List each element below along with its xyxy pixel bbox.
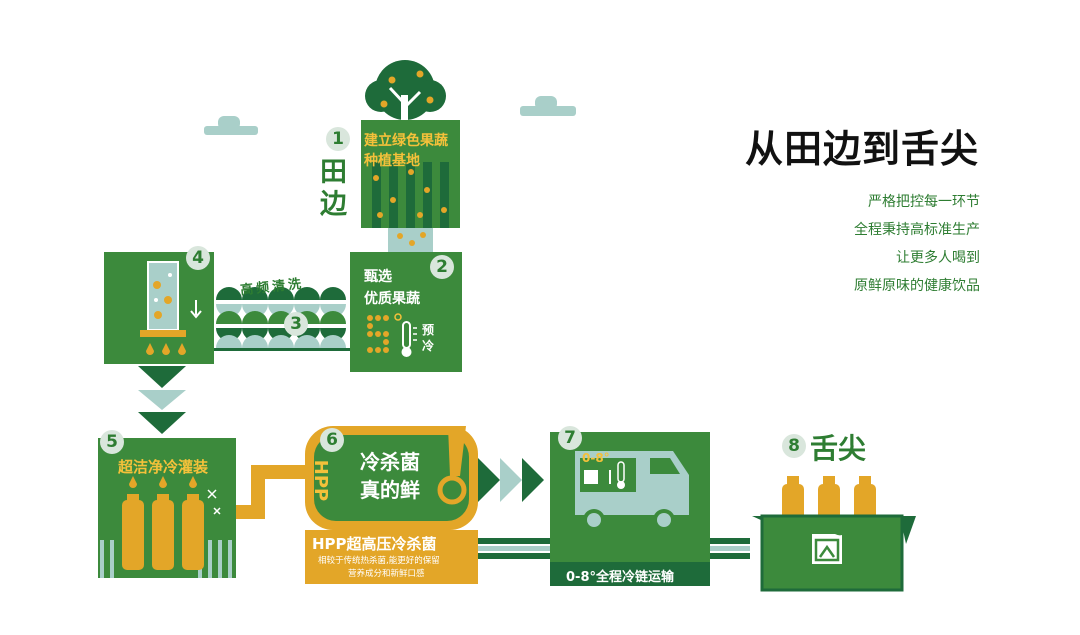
- bottle-icon: [818, 476, 840, 524]
- step-number-2: 2: [430, 255, 454, 279]
- step-number-4: 4: [186, 246, 210, 270]
- step-number-8: 8: [782, 434, 806, 458]
- step1-label-line2: 种植基地: [364, 153, 420, 169]
- filling-block: [98, 438, 236, 578]
- delivery-box: [752, 476, 916, 592]
- hpp-machine: [305, 426, 478, 530]
- tagline-1: 严格把控每一环节: [868, 194, 980, 210]
- cold-sterilization-line1: 冷杀菌: [360, 450, 420, 474]
- pipe: [236, 465, 310, 519]
- step-number-3: 3: [284, 312, 308, 336]
- step1-label-line1: 建立绿色果蔬: [364, 133, 448, 149]
- bottle-icon: [182, 476, 204, 570]
- hpp-banner-title: HPP超高压冷杀菌: [312, 535, 437, 553]
- rinse-block: [104, 252, 214, 364]
- page-title: 从田边到舌尖: [745, 127, 980, 171]
- tree-icon: [365, 60, 446, 130]
- step2-label-line1: 甄选: [364, 269, 392, 285]
- cold-sterilization-line2: 真的鲜: [360, 478, 420, 502]
- bottle-icon: [854, 476, 876, 524]
- hpp-note-line1: 相较于传统热杀菌,能更好的保留: [318, 556, 440, 566]
- step-number-5: 5: [100, 430, 124, 454]
- brand-logo-icon: [812, 528, 847, 564]
- tagline-2: 全程秉持高标准生产: [854, 222, 980, 238]
- field-block: [361, 120, 460, 228]
- cold-chain-label: 0-8°全程冷链运输: [566, 570, 674, 585]
- step-number-7: 7: [558, 426, 582, 450]
- temperature-label: 0-8°: [582, 451, 610, 465]
- precool-label: 预冷: [422, 323, 435, 353]
- tagline-3: 让更多人喝到: [896, 250, 980, 266]
- hpp-banner: [305, 530, 478, 584]
- truck-icon: [575, 451, 689, 531]
- tongue-tip-label: 舌尖: [810, 432, 867, 465]
- hpp-note-line2: 营养成分和新鲜口感: [348, 569, 425, 579]
- cloud-icon: [520, 96, 576, 116]
- washing-waves: [214, 287, 350, 351]
- bottle-icon: [122, 476, 144, 570]
- bottle-icon: [782, 476, 804, 524]
- filling-label: 超洁净冷灌装: [118, 458, 209, 476]
- tagline-4: 原鲜原味的健康饮品: [854, 278, 980, 294]
- flow-arrow-down: [138, 366, 186, 434]
- flow-arrow-right: [478, 458, 544, 502]
- step-number-1: 1: [326, 127, 350, 151]
- step2-label-line2: 优质果蔬: [364, 291, 420, 307]
- thermometer-icon: [401, 321, 417, 357]
- bottle-icon: [152, 476, 174, 570]
- transport-block: [550, 432, 710, 586]
- step-number-6: 6: [320, 428, 344, 452]
- field-side-label: 田边: [320, 157, 347, 220]
- chute: [388, 228, 433, 252]
- cloud-icon: [204, 116, 258, 135]
- hpp-vertical-label: HPP: [310, 459, 332, 502]
